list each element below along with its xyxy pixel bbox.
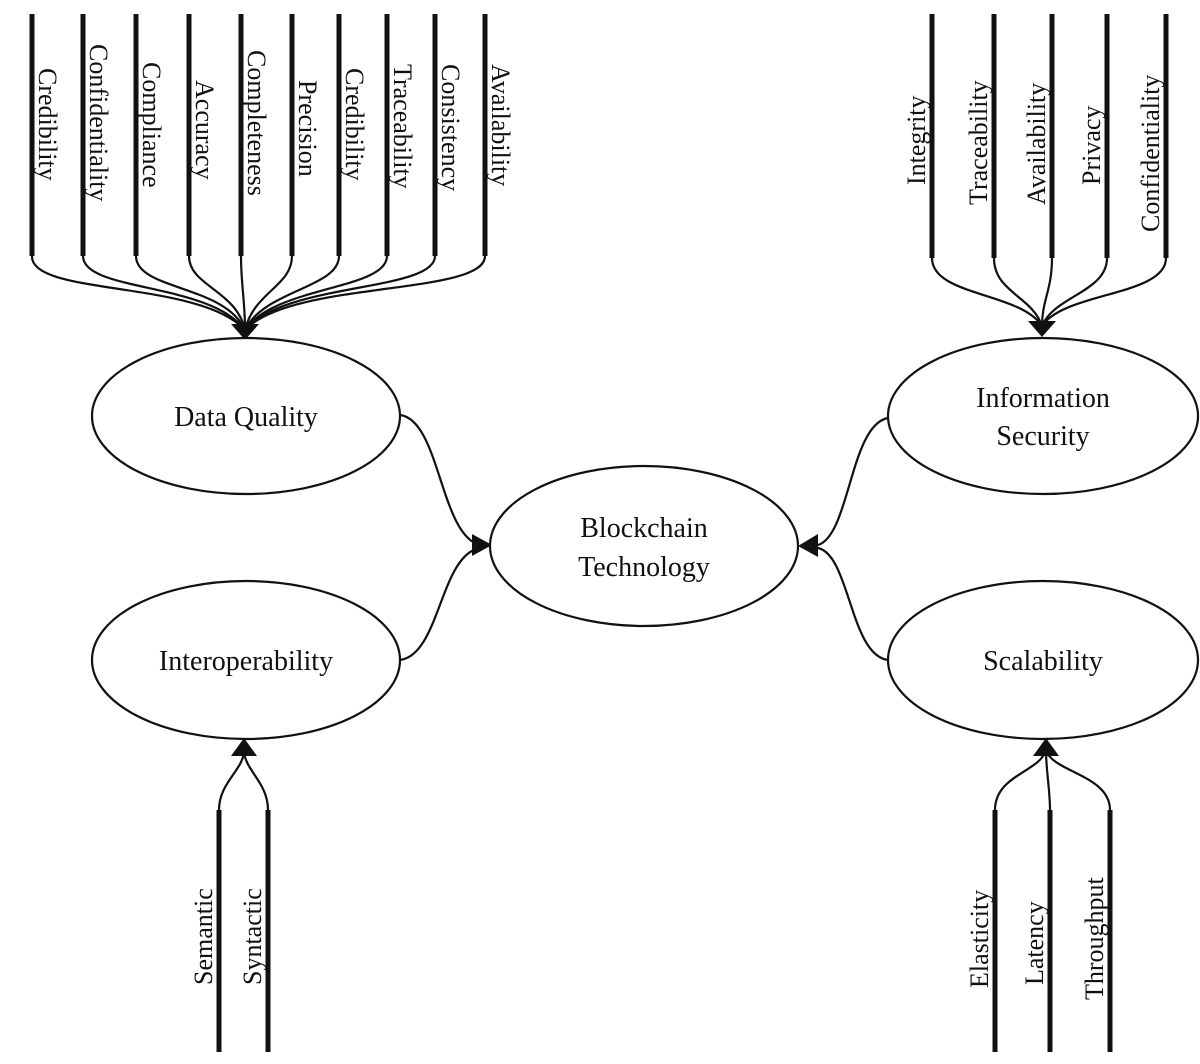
dq-arrowhead <box>231 324 259 340</box>
scalability-indicator-bars <box>992 810 1113 1052</box>
io-indicator-label: Syntactic <box>238 888 267 985</box>
is-indicator-label: Availability <box>1022 83 1051 205</box>
scalability-ellipse <box>886 579 1200 741</box>
is-to-center-connector <box>817 416 889 547</box>
information-security-label-line2: Security <box>996 421 1089 452</box>
sc-connector <box>1044 749 1052 811</box>
center-connectors <box>399 413 889 662</box>
data-quality-indicator-bars <box>29 14 488 256</box>
sc-indicator-label: Elasticity <box>965 890 994 988</box>
is-indicator-label: Privacy <box>1077 106 1106 185</box>
scalability-label: Scalability <box>983 646 1103 677</box>
io-arrowhead <box>231 738 257 756</box>
scalability-node: Scalability <box>886 579 1200 741</box>
io-indicator-label: Semantic <box>189 888 218 985</box>
sc-connector <box>1044 749 1112 811</box>
blockchain-technology-label-line2: Technology <box>578 552 710 583</box>
is-indicator-label: Integrity <box>902 95 931 185</box>
io-to-center-connector <box>399 546 481 662</box>
interoperability-node: Interoperability <box>90 579 402 741</box>
data-quality-indicator-labels: Credibility Confidentiality Compliance A… <box>33 44 515 201</box>
dq-indicator-label: Confidentiality <box>84 44 113 201</box>
is-indicator-label: Traceability <box>964 80 993 205</box>
center-left-arrowhead <box>472 534 492 556</box>
dq-indicator-label: Precision <box>293 80 322 177</box>
dq-connector <box>244 255 487 331</box>
information-security-ellipse <box>886 336 1200 496</box>
dq-connector <box>187 255 247 331</box>
is-connector <box>992 257 1044 327</box>
dq-indicator-label: Completeness <box>242 50 271 196</box>
sc-connector <box>993 749 1048 811</box>
dq-indicator-label: Consistency <box>436 64 465 191</box>
sc-indicator-label: Throughput <box>1080 876 1109 1000</box>
is-arrowhead <box>1028 321 1056 337</box>
dq-connector <box>30 255 246 331</box>
dq-connector <box>244 255 389 331</box>
information-security-node: Information Security <box>886 336 1200 496</box>
dq-indicator-label: Credibility <box>33 68 62 181</box>
dq-indicator-label: Accuracy <box>190 80 219 180</box>
interoperability-indicator-labels: Semantic Syntactic <box>189 888 267 985</box>
data-quality-connectors <box>30 255 487 340</box>
dq-connector <box>81 255 246 331</box>
io-connector <box>217 749 246 811</box>
interoperability-indicator-bars <box>216 810 271 1052</box>
interoperability-label: Interoperability <box>159 646 333 677</box>
information-security-connectors <box>930 257 1168 337</box>
dq-connector <box>243 255 294 331</box>
information-security-indicator-labels: Integrity Traceability Availability Priv… <box>902 75 1165 232</box>
is-connector <box>930 257 1043 327</box>
dq-connector <box>239 255 247 331</box>
blockchain-technology-node: Blockchain Technology <box>488 464 800 628</box>
information-security-label-line1: Information <box>976 383 1110 414</box>
interoperability-ellipse <box>90 579 402 741</box>
sc-indicator-label: Latency <box>1020 901 1049 985</box>
dq-connector <box>244 255 341 331</box>
is-connector <box>1040 257 1109 327</box>
scalability-connectors <box>993 738 1112 811</box>
data-quality-label: Data Quality <box>174 402 318 433</box>
blockchain-technology-ellipse <box>488 464 800 628</box>
data-quality-node: Data Quality <box>90 336 402 496</box>
io-connector <box>242 749 270 811</box>
dq-connector <box>134 255 247 331</box>
interoperability-connectors <box>217 738 270 811</box>
is-connector <box>1041 257 1168 327</box>
data-quality-ellipse <box>90 336 402 496</box>
center-right-arrowhead <box>798 534 818 557</box>
is-indicator-label: Confidentiality <box>1136 75 1165 232</box>
scalability-indicator-labels: Elasticity Latency Throughput <box>965 876 1109 1000</box>
dq-connector <box>244 255 437 331</box>
dq-indicator-label: Traceability <box>388 64 417 189</box>
sc-arrowhead <box>1033 738 1059 756</box>
information-security-indicator-bars <box>929 14 1169 258</box>
is-connector <box>1040 257 1054 327</box>
dq-indicator-label: Compliance <box>137 62 166 188</box>
dq-indicator-label: Credibility <box>340 68 369 181</box>
dq-indicator-label: Availability <box>486 64 515 186</box>
blockchain-technology-label-line1: Blockchain <box>580 513 708 544</box>
sc-to-center-connector <box>817 546 889 662</box>
dq-to-center-connector <box>399 413 481 547</box>
